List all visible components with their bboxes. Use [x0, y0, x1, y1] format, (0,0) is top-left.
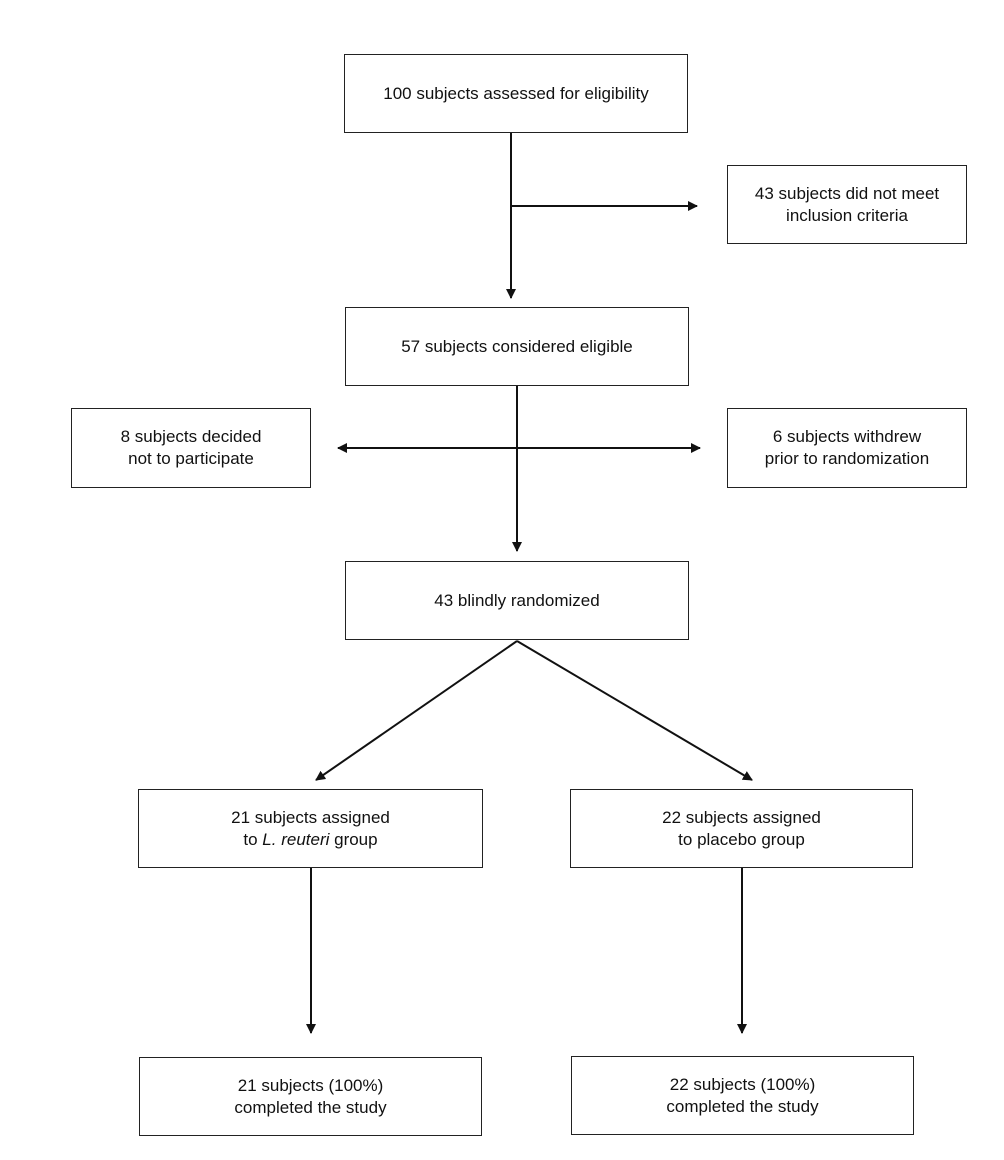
- box-text: 43 subjects did not meet: [754, 183, 940, 203]
- box-text: 21 subjects (100%): [237, 1075, 384, 1095]
- box-text: inclusion criteria: [786, 205, 908, 225]
- box-text: not to participate: [128, 449, 254, 468]
- box-text: 43 blindly randomized: [434, 590, 600, 610]
- box-decided-not-to-participate: 8 subjects decided not to participate: [71, 408, 311, 488]
- box-text: 22 subjects assigned: [662, 807, 821, 827]
- arrow-randomized-to-reuteri: [315, 640, 518, 781]
- box-withdrew-prior-to-randomization: 6 subjects withdrew prior to randomizati…: [727, 408, 967, 488]
- box-text: 57 subjects considered eligible: [401, 336, 633, 356]
- box-assessed-for-eligibility: 100 subjects assessed for eligibility: [344, 54, 688, 133]
- species-name: L. reuteri: [262, 829, 330, 849]
- box-placebo-completed: 22 subjects (100%) completed the study: [571, 1056, 914, 1135]
- box-text-line2: to L. reuteri group: [231, 829, 390, 851]
- box-did-not-meet-criteria: 43 subjects did not meet inclusion crite…: [727, 165, 967, 244]
- box-text-suffix: group: [329, 829, 378, 849]
- box-text: to placebo group: [678, 829, 805, 849]
- box-text: completed the study: [234, 1097, 387, 1117]
- box-considered-eligible: 57 subjects considered eligible: [345, 307, 689, 386]
- box-blindly-randomized: 43 blindly randomized: [345, 561, 689, 640]
- box-reuteri-completed: 21 subjects (100%) completed the study: [139, 1057, 482, 1136]
- box-text: 100 subjects assessed for eligibility: [383, 83, 649, 103]
- box-placebo-group: 22 subjects assigned to placebo group: [570, 789, 913, 868]
- box-text-prefix: to: [243, 829, 263, 849]
- box-text: 21 subjects assigned: [231, 807, 390, 827]
- box-text: 8 subjects decided: [120, 427, 262, 446]
- box-text: completed the study: [666, 1096, 819, 1116]
- box-reuteri-group: 21 subjects assigned to L. reuteri group: [138, 789, 483, 868]
- box-text: 6 subjects withdrew: [772, 427, 922, 446]
- box-text: 22 subjects (100%): [669, 1074, 816, 1094]
- arrow-randomized-to-placebo: [516, 640, 753, 781]
- box-text: prior to randomization: [764, 449, 930, 468]
